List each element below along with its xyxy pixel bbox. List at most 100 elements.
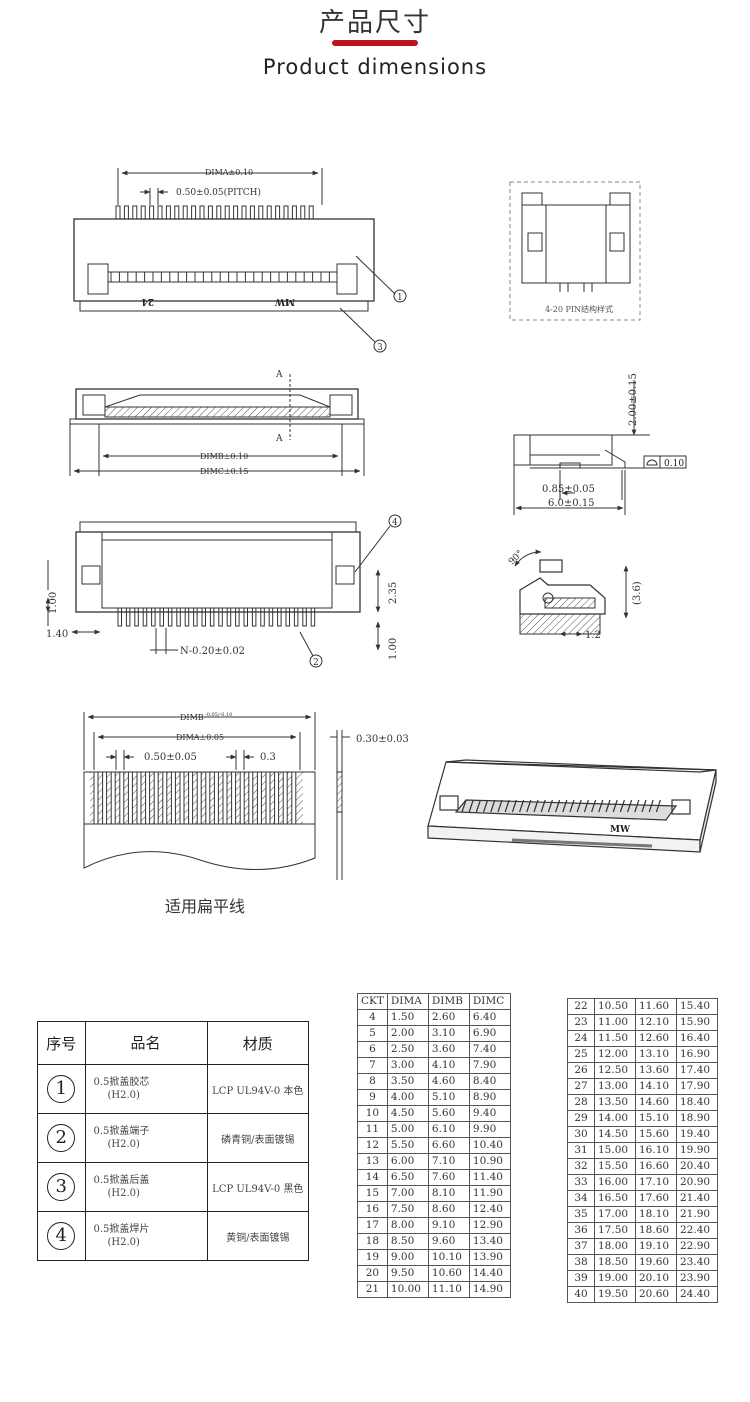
dim-cell: 11.50: [594, 1030, 636, 1047]
page-title-cn: 产品尺寸: [318, 8, 431, 38]
dim-cell: 14.10: [635, 1078, 677, 1095]
pin-mark: [598, 799, 604, 813]
dim-cell: 7.10: [427, 1153, 470, 1170]
part-sub: (H2.0): [107, 1090, 140, 1101]
dim-cell: 3.60: [427, 1041, 470, 1058]
dim-cell: 6.40: [468, 1009, 511, 1026]
dim-cell: 21.90: [676, 1206, 718, 1223]
page-title-en: Product dimensions: [262, 55, 488, 79]
pin-mark: [562, 799, 568, 813]
dim-cell: 28: [567, 1094, 595, 1111]
dim-cell: 16: [357, 1201, 388, 1218]
pin-note: 4-20 PIN结构样式: [545, 304, 613, 314]
pin-mark: [555, 799, 561, 813]
dim-c-label: DIMC±0.15: [200, 467, 248, 476]
height-label: 2.00±0.15: [628, 373, 639, 426]
dim-100-b: 1.00: [388, 638, 399, 660]
dim-cell: 8.10: [427, 1185, 470, 1202]
dim-cell: 20.40: [676, 1158, 718, 1175]
dim-12: 1.2: [585, 630, 601, 641]
pin-mark: [283, 205, 289, 220]
pin-mark: [504, 799, 510, 813]
dim-cell: 7: [357, 1057, 388, 1074]
dim-cell: 14.40: [468, 1265, 511, 1282]
pin-mark: [110, 771, 116, 825]
pin-mark: [132, 205, 138, 220]
pin-mark: [188, 771, 194, 825]
dim-cell: 18: [357, 1233, 388, 1250]
pin-mark: [165, 205, 171, 220]
pin-mark: [475, 799, 481, 813]
pin-mark: [102, 771, 108, 825]
dim-cell: 15.60: [635, 1126, 677, 1143]
dim-cell: 26: [567, 1062, 595, 1079]
row-number: 4: [47, 1222, 76, 1250]
pin-mark: [490, 799, 496, 813]
dim-header-cell: DIMA: [386, 993, 429, 1010]
pin-mark: [243, 607, 248, 627]
dim-cell: 6.10: [427, 1121, 470, 1138]
pin-mark: [140, 205, 146, 220]
pin-mark: [258, 205, 264, 220]
row-number: 3: [47, 1173, 76, 1201]
pin-mark: [224, 205, 230, 220]
dim-b-label: DIMB±0.10: [200, 452, 248, 461]
pin-mark: [591, 799, 597, 813]
dim-cell: 6.60: [427, 1137, 470, 1154]
pitch-label: 0.50±0.05(PITCH): [176, 187, 261, 198]
dim-cell: 19.40: [676, 1126, 718, 1143]
pin-mark: [268, 607, 274, 627]
pin-mark: [256, 771, 262, 825]
pin-mark: [265, 771, 271, 825]
pin-mark: [282, 771, 288, 825]
dim-cell: 27: [567, 1078, 595, 1095]
pin-mark: [260, 607, 265, 627]
dim-cell: 21.40: [676, 1190, 718, 1207]
dim-cell: 11.90: [468, 1185, 511, 1202]
dim-cell: 18.50: [594, 1254, 636, 1271]
cable-dimb-tol: -0.05/-0.10: [205, 712, 232, 718]
dim-cell: 19: [357, 1249, 388, 1266]
pin-mark: [182, 205, 188, 220]
dim-cell: 19.90: [676, 1142, 718, 1159]
cable-caption: 适用扁平线: [165, 897, 245, 916]
dim-cell: 25: [567, 1046, 595, 1063]
pin-mark: [179, 771, 185, 825]
dim-cell: 3.50: [386, 1073, 429, 1090]
pin-mark: [222, 771, 228, 825]
dim-140: 1.40: [46, 629, 68, 640]
dim-cell: 9: [357, 1089, 388, 1106]
ffc-cable-drawing: DIMB -0.05/-0.10 DIMA±0.05 0.50±0.05 0.3…: [83, 712, 409, 916]
dim-header-cell: DIMB: [427, 993, 470, 1010]
pin-mark: [145, 771, 151, 825]
dim-100-a: 1.00: [48, 592, 59, 614]
dim-cell: 19.10: [635, 1238, 677, 1255]
pin-mark: [226, 607, 232, 627]
dim-cell: 18.40: [676, 1094, 718, 1111]
cable-dima: DIMA±0.05: [176, 733, 224, 742]
width-085: 0.85±0.05: [542, 484, 595, 495]
dim-cell: 24.40: [676, 1286, 718, 1303]
dim-cell: 18.00: [594, 1238, 636, 1255]
materials-header-row: 序号 品名 材质: [37, 1021, 310, 1065]
pin-mark: [231, 771, 237, 825]
dim-cell: 22: [567, 998, 595, 1015]
dim-cell: 13.00: [594, 1078, 636, 1095]
pin-mark: [483, 799, 489, 813]
pin-mark: [612, 799, 618, 813]
dim-cell: 22.90: [676, 1238, 718, 1255]
dim-cell: 14.60: [635, 1094, 677, 1111]
pin-mark: [136, 771, 142, 825]
pin-mark: [547, 799, 553, 813]
dim-cell: 11.10: [427, 1281, 470, 1298]
dim-cell: 9.00: [386, 1249, 429, 1266]
dim-cell: 16.50: [594, 1190, 636, 1207]
